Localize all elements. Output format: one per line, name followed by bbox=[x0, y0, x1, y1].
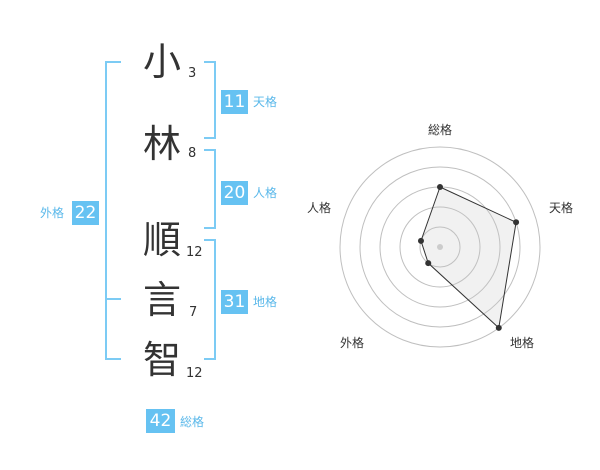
stroke-count-3: 12 bbox=[186, 245, 203, 260]
radar-point bbox=[495, 324, 502, 331]
gaikaku-bracket-tick bbox=[105, 298, 121, 300]
tenkaku-label: 天格 bbox=[253, 95, 278, 109]
name-char-5: 智 bbox=[142, 338, 181, 382]
stroke-count-2: 8 bbox=[188, 146, 197, 161]
soukaku-value-badge: 42 bbox=[146, 409, 175, 433]
chikaku-bracket bbox=[204, 239, 216, 360]
name-char-1: 小 bbox=[142, 40, 181, 84]
radar-label-soukaku: 総格 bbox=[428, 123, 453, 137]
stroke-count-5: 12 bbox=[186, 366, 203, 381]
radar-center-dot bbox=[437, 244, 443, 250]
radar-point bbox=[513, 219, 520, 226]
soukaku-label: 総格 bbox=[180, 415, 205, 429]
tenkaku-value-badge: 11 bbox=[221, 90, 248, 114]
tenkaku-bracket bbox=[204, 61, 216, 139]
radar-label-jinkaku: 人格 bbox=[307, 201, 332, 215]
radar-point bbox=[437, 184, 443, 190]
name-char-3: 順 bbox=[142, 218, 181, 262]
stroke-count-1: 3 bbox=[188, 66, 197, 81]
radar-ring bbox=[339, 146, 541, 348]
radar-label-chikaku: 地格 bbox=[510, 336, 535, 350]
gaikaku-value-badge: 22 bbox=[72, 201, 99, 225]
radar-point bbox=[417, 237, 424, 244]
radar-point bbox=[425, 260, 432, 267]
radar-label-tenkaku: 天格 bbox=[549, 201, 574, 215]
radar-ring bbox=[399, 206, 481, 288]
gaikaku-bracket bbox=[105, 61, 121, 360]
name-char-4: 言 bbox=[142, 278, 181, 322]
jinkaku-label: 人格 bbox=[253, 186, 278, 200]
stroke-count-4: 7 bbox=[189, 305, 198, 320]
radar-polygon bbox=[420, 186, 517, 329]
jinkaku-value-badge: 20 bbox=[221, 181, 248, 205]
radar-label-gaikaku: 外格 bbox=[340, 336, 365, 350]
radar-ring bbox=[419, 226, 461, 268]
chikaku-value-badge: 31 bbox=[221, 290, 248, 314]
radar-ring bbox=[359, 166, 521, 328]
chikaku-label: 地格 bbox=[253, 295, 278, 309]
jinkaku-bracket bbox=[204, 149, 216, 229]
name-char-2: 林 bbox=[142, 122, 181, 166]
gaikaku-label: 外格 bbox=[40, 206, 65, 220]
